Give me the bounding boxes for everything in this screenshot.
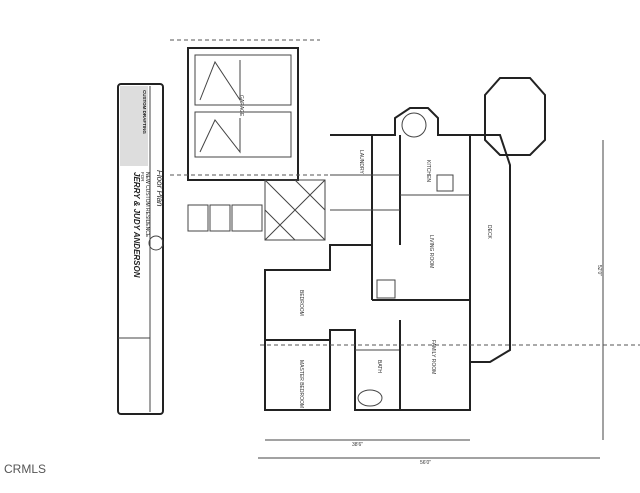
room-laundry: LAUNDRY: [358, 150, 364, 174]
dim-bottom-outer: 56'0": [420, 460, 431, 466]
project-name: NEW CUSTOM RESIDENCE: [144, 172, 150, 238]
entry-walk: [187, 179, 326, 241]
company-name: CUSTOM DRAFTING: [142, 90, 147, 134]
plan-title: Floor Plan: [155, 170, 164, 207]
garage: [170, 39, 320, 181]
north-arrow-icon: [148, 235, 164, 251]
room-bath: BATH: [376, 360, 382, 373]
deck: [470, 77, 546, 363]
room-deck: DECK: [486, 225, 492, 240]
room-master-bedroom: MASTER BEDROOM: [298, 360, 304, 408]
dimension-lines: 38'6" 56'0" 52'0": [170, 140, 640, 466]
project-for: FOR: [140, 172, 145, 182]
room-family: FAMILY ROOM: [430, 340, 436, 374]
room-labels: KITCHEN LIVING ROOM FAMILY ROOM BEDROOM …: [238, 95, 492, 408]
dim-bottom-inner: 38'6": [352, 442, 363, 448]
client-name: JERRY & JUDY ANDERSON: [132, 172, 141, 278]
watermark: CRMLS: [4, 462, 47, 476]
company-logo: [120, 86, 148, 166]
room-bedroom: BEDROOM: [298, 290, 304, 316]
room-living: LIVING ROOM: [428, 235, 434, 268]
title-block: CUSTOM DRAFTING Floor Plan NEW CUSTOM RE…: [117, 83, 164, 415]
house-walls: [264, 107, 471, 411]
room-garage: GARAGE: [238, 95, 244, 117]
room-kitchen: KITCHEN: [425, 160, 431, 182]
dim-right: 52'0": [596, 265, 602, 276]
